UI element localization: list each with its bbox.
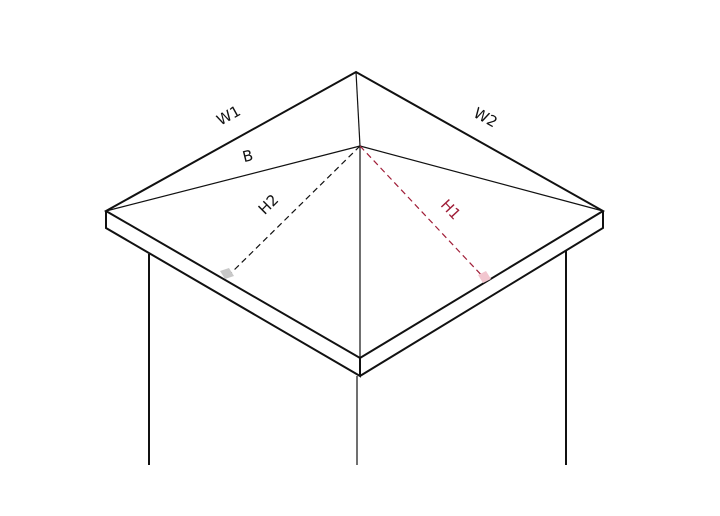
- hip-right: [359, 145, 604, 212]
- h2-slope-line: [227, 145, 361, 277]
- hip-back: [355, 71, 361, 147]
- h1-slope-line: [359, 145, 487, 281]
- cap-base: [103, 70, 605, 378]
- b-label: B: [241, 146, 255, 166]
- pyramid-hips: [105, 71, 604, 358]
- cap-base-front-left-face: [105, 211, 361, 378]
- w1-label: W1: [214, 102, 244, 130]
- w2-label: W2: [470, 104, 500, 132]
- cap-base-top-face: [103, 70, 605, 360]
- post: [148, 250, 567, 465]
- hip-left: [105, 145, 361, 212]
- h2-right-angle-marker: [220, 268, 234, 279]
- h1-label: H1: [437, 196, 464, 224]
- cap-base-front-right-face: [359, 211, 604, 377]
- h1-right-angle-marker: [478, 271, 491, 283]
- h2-label: H2: [255, 191, 282, 218]
